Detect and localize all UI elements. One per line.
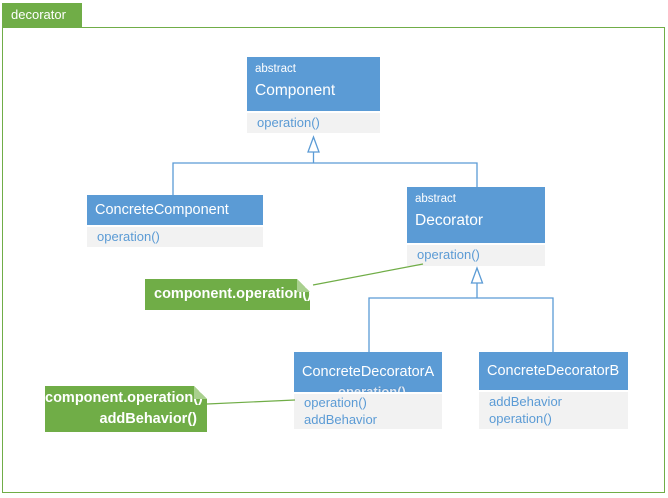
method-operation: operation() (304, 395, 367, 410)
class-concrete-component[interactable]: ConcreteComponent operation() (87, 195, 263, 247)
class-concrete-decorator-a-methods: operation() addBehavior (294, 394, 442, 429)
diagram-title-tab[interactable]: decorator (2, 3, 82, 27)
class-concrete-decorator-b[interactable]: ConcreteDecoratorB addBehavior operation… (479, 352, 628, 429)
note-line: component.operation() (45, 390, 203, 406)
class-concrete-decorator-a[interactable]: ConcreteDecoratorA operation() operation… (294, 352, 442, 429)
class-stereotype: abstract (255, 63, 296, 75)
class-component-header: abstract Component (247, 57, 380, 111)
method-operation: operation() (257, 115, 320, 130)
note-component-operation[interactable]: component.operation() (145, 279, 310, 310)
method-operation: operation() (97, 229, 160, 244)
note-component-operation-add-behavior[interactable]: component.operation() addBehavior() (45, 386, 207, 432)
diagram-border (2, 27, 665, 493)
class-concrete-decorator-b-methods: addBehavior operation() (479, 392, 628, 429)
class-name: Component (255, 82, 336, 99)
clipped-ghost-operation-label: operation() (338, 384, 406, 392)
class-decorator-methods: operation() (407, 245, 545, 266)
class-name: ConcreteComponent (95, 202, 229, 218)
class-concrete-component-methods: operation() (87, 227, 263, 247)
class-decorator-header: abstract Decorator (407, 187, 545, 243)
method-add-behavior: addBehavior (489, 394, 562, 409)
note-line: addBehavior() (99, 411, 197, 427)
note-line: component.operation() (154, 286, 312, 302)
class-decorator[interactable]: abstract Decorator operation() (407, 187, 545, 266)
class-concrete-decorator-b-header: ConcreteDecoratorB (479, 352, 628, 390)
class-name: ConcreteDecoratorA (302, 364, 435, 380)
class-component[interactable]: abstract Component operation() (247, 57, 380, 133)
class-name: Decorator (415, 212, 484, 229)
method-operation: operation() (489, 410, 552, 426)
class-concrete-decorator-a-header: ConcreteDecoratorA operation() (294, 352, 442, 392)
method-add-behavior: addBehavior (304, 411, 377, 427)
method-operation: operation() (417, 247, 480, 262)
class-concrete-component-header: ConcreteComponent (87, 195, 263, 225)
class-name: ConcreteDecoratorB (487, 363, 620, 379)
class-component-methods: operation() (247, 113, 380, 133)
class-stereotype: abstract (415, 193, 456, 205)
